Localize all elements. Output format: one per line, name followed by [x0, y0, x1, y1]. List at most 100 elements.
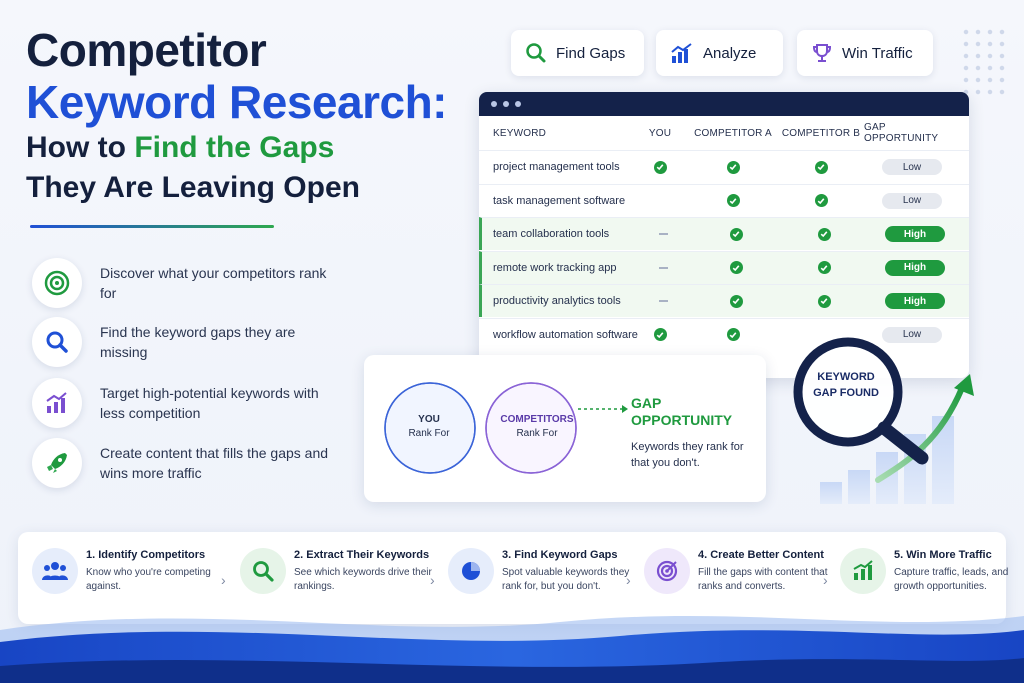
- step-desc: Know who you're competing against.: [86, 567, 211, 592]
- rocket-icon: [32, 438, 82, 488]
- competitor-a-cell: [693, 185, 773, 217]
- you-dash-icon: [658, 233, 668, 235]
- venn-competitors-label: COMPETITORS Rank For: [497, 413, 577, 441]
- growth-bar: [820, 482, 842, 504]
- keyword-cell: task management software: [493, 194, 626, 207]
- gap-cell: Low: [864, 319, 960, 351]
- competitor-b-cell: [782, 218, 866, 250]
- competitor-a-check-icon: [726, 194, 740, 207]
- trophy-icon: [812, 44, 832, 62]
- title-line-3-prefix: How to: [26, 131, 135, 164]
- magnifier-icon: [793, 337, 929, 465]
- step-title: 3. Find Keyword Gaps: [502, 549, 618, 561]
- competitor-a-check-icon: [729, 294, 743, 308]
- competitor-a-check-icon: [729, 261, 743, 274]
- table-header: KEYWORD YOU COMPETITOR A COMPETITOR B GA…: [479, 116, 969, 150]
- header-keyword: KEYWORD: [493, 127, 547, 139]
- keyword-gap-table: KEYWORD YOU COMPETITOR A COMPETITOR B GA…: [479, 92, 969, 378]
- gap-opportunity-desc: Keywords they rank for that you don't.: [631, 441, 744, 469]
- competitor-a-cell: [696, 252, 776, 284]
- step-title: 4. Create Better Content: [698, 549, 824, 561]
- header-competitor-a: COMPETITOR A: [694, 127, 772, 139]
- benefit-text: Create content that fills the gaps and w…: [100, 445, 329, 481]
- gap-cell: Low: [864, 151, 960, 183]
- step-desc: Fill the gaps with content that ranks an…: [698, 567, 828, 592]
- step-desc: Capture traffic, leads, and growth oppor…: [894, 567, 1009, 592]
- gap-badge: Low: [882, 326, 942, 343]
- venn-competitors-sub: Rank For: [516, 428, 558, 439]
- header-gap-opportunity: GAP OPPORTUNITY: [864, 122, 939, 144]
- step-title: 2. Extract Their Keywords: [294, 549, 430, 561]
- growth-bar: [932, 416, 954, 504]
- title-line-3: How to Find the Gaps: [26, 128, 447, 168]
- header-you: YOU: [648, 127, 672, 139]
- you-cell: [647, 319, 673, 351]
- venn-competitors-title: COMPETITORS: [500, 414, 574, 425]
- competitor-a-cell: [693, 151, 773, 183]
- growth-bar: [876, 452, 898, 504]
- competitor-b-cell: [782, 252, 866, 284]
- table-row: team collaboration tools High: [479, 217, 969, 250]
- gap-badge: High: [885, 226, 945, 242]
- you-cell: [647, 151, 673, 183]
- competitor-b-check-icon: [817, 261, 831, 274]
- search-icon: [526, 43, 546, 63]
- keyword-cell: workflow automation software: [493, 328, 638, 341]
- analyze-button[interactable]: Analyze: [656, 30, 783, 76]
- benefit-text: Find the keyword gaps they are missing: [100, 324, 296, 360]
- benefit-item-1: Discover what your competitors rank for: [32, 257, 330, 309]
- you-cell: [647, 185, 673, 217]
- venn-diagram-card: YOU Rank For COMPETITORS Rank For GAP OP…: [364, 355, 766, 502]
- you-cell: [650, 218, 676, 250]
- win-traffic-label: Win Traffic: [842, 44, 913, 62]
- benefit-item-3: Target high-potential keywords with less…: [32, 377, 330, 429]
- you-check-icon: [653, 160, 667, 174]
- people-icon: [32, 548, 78, 594]
- you-dash-icon: [658, 300, 668, 302]
- competitor-b-cell: [779, 151, 863, 183]
- competitor-b-check-icon: [814, 160, 828, 174]
- table-row: project management tools Low: [479, 150, 969, 183]
- bottom-wave: [0, 616, 1024, 683]
- analyze-label: Analyze: [703, 44, 757, 62]
- keyword-gap-found-label: KEYWORD GAP FOUND: [813, 371, 879, 399]
- bullseye-icon: [644, 548, 690, 594]
- gap-opportunity-title: GAP OPPORTUNITY: [631, 395, 733, 428]
- find-gaps-button[interactable]: Find Gaps: [511, 30, 644, 76]
- keyword-cell: remote work tracking app: [493, 261, 617, 274]
- competitor-a-check-icon: [726, 328, 740, 341]
- win-traffic-button[interactable]: Win Traffic: [797, 30, 933, 76]
- venn-you-label: YOU Rank For: [404, 413, 454, 441]
- gap-cell: High: [867, 285, 963, 317]
- you-cell: [650, 252, 676, 284]
- growth-illustration: [793, 337, 974, 504]
- gap-cell: High: [867, 218, 963, 250]
- you-dash-icon: [658, 266, 668, 269]
- header-competitor-b: COMPETITOR B: [781, 127, 861, 139]
- growth-arrow: [875, 385, 965, 483]
- step-desc: Spot valuable keywords they rank for, bu…: [502, 567, 630, 592]
- gap-badge: Low: [882, 159, 942, 175]
- keyword-cell: project management tools: [493, 161, 620, 173]
- keyword-cell: team collaboration tools: [493, 228, 610, 240]
- chevron-right-icon: ›: [823, 572, 828, 588]
- gap-badge: High: [885, 259, 945, 276]
- benefit-text: Discover what your competitors rank for: [100, 265, 327, 301]
- find-gaps-label: Find Gaps: [556, 44, 626, 62]
- chevron-right-icon: ›: [430, 572, 435, 588]
- competitor-b-check-icon: [817, 294, 831, 308]
- search-icon: [32, 317, 82, 367]
- competitor-b-check-icon: [817, 227, 831, 241]
- chevron-right-icon: ›: [626, 572, 631, 588]
- target-icon: [32, 258, 82, 308]
- pie-chart-icon: [448, 548, 494, 594]
- you-cell: [650, 285, 676, 317]
- gap-badge: Low: [882, 192, 942, 209]
- title-line-3-highlight: Find the Gaps: [134, 131, 335, 164]
